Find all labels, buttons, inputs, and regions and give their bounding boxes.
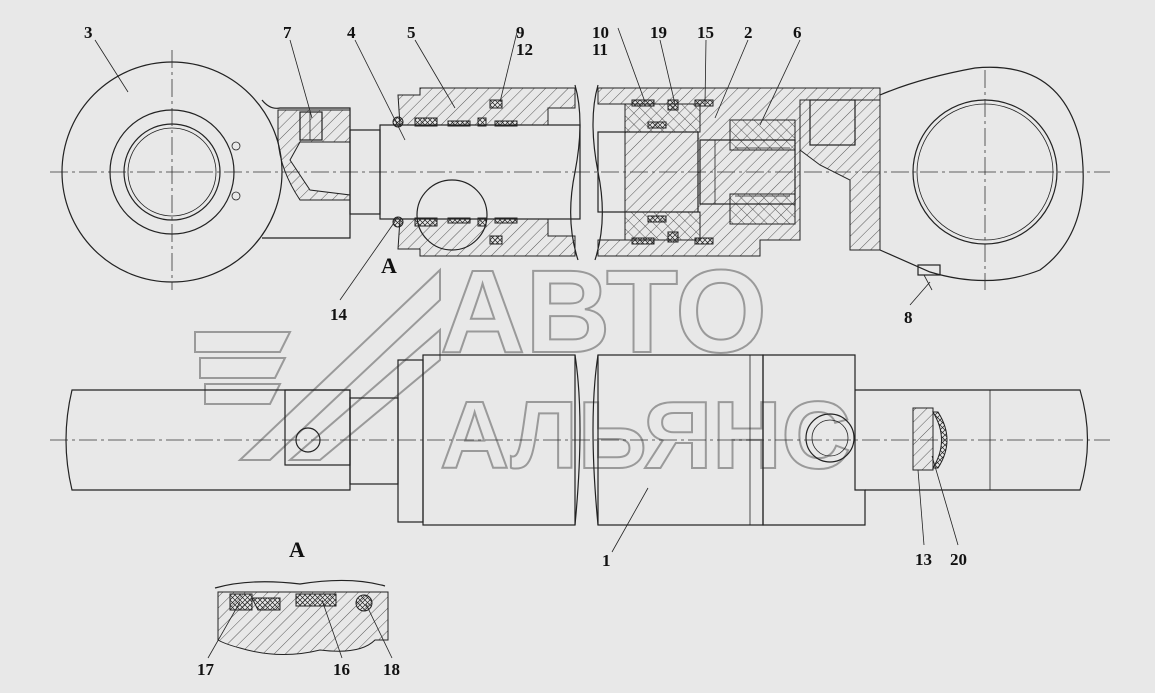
callout-10: 10 bbox=[592, 23, 609, 42]
callout-14: 14 bbox=[330, 305, 348, 324]
watermark-line1: АВТО bbox=[440, 246, 767, 378]
detail-a-title: А bbox=[289, 537, 305, 562]
callout-20: 20 bbox=[950, 550, 967, 569]
callout-4: 4 bbox=[347, 23, 356, 42]
callout-3: 3 bbox=[84, 23, 93, 42]
callout-1: 1 bbox=[602, 551, 611, 570]
callout-18: 18 bbox=[383, 660, 400, 679]
callout-labels: 3 7 4 5 9 12 10 11 19 15 2 6 14 8 1 13 2… bbox=[84, 23, 967, 679]
watermark: АВТО АЛЬЯНС bbox=[194, 245, 852, 490]
callout-7: 7 bbox=[283, 23, 292, 42]
callout-16: 16 bbox=[333, 660, 350, 679]
callout-15: 15 bbox=[697, 23, 714, 42]
callout-2: 2 bbox=[744, 23, 753, 42]
watermark-line2: АЛЬЯНС bbox=[440, 382, 851, 489]
callout-19: 19 bbox=[650, 23, 667, 42]
detail-a-view bbox=[214, 579, 389, 655]
section-marker-a: А bbox=[381, 253, 397, 278]
leader-lines bbox=[94, 27, 959, 659]
callout-6: 6 bbox=[793, 23, 802, 42]
callout-17: 17 bbox=[197, 660, 215, 679]
watermark-logo bbox=[194, 267, 441, 461]
detail-a-indicator-circle bbox=[416, 179, 488, 251]
callout-8: 8 bbox=[904, 308, 913, 327]
callout-13: 13 bbox=[915, 550, 932, 569]
lower-external-view bbox=[50, 354, 1110, 526]
callout-9: 9 bbox=[516, 23, 525, 42]
upper-section-view bbox=[50, 50, 1110, 291]
callout-11: 11 bbox=[592, 40, 608, 59]
callout-5: 5 bbox=[407, 23, 416, 42]
callout-12: 12 bbox=[516, 40, 533, 59]
